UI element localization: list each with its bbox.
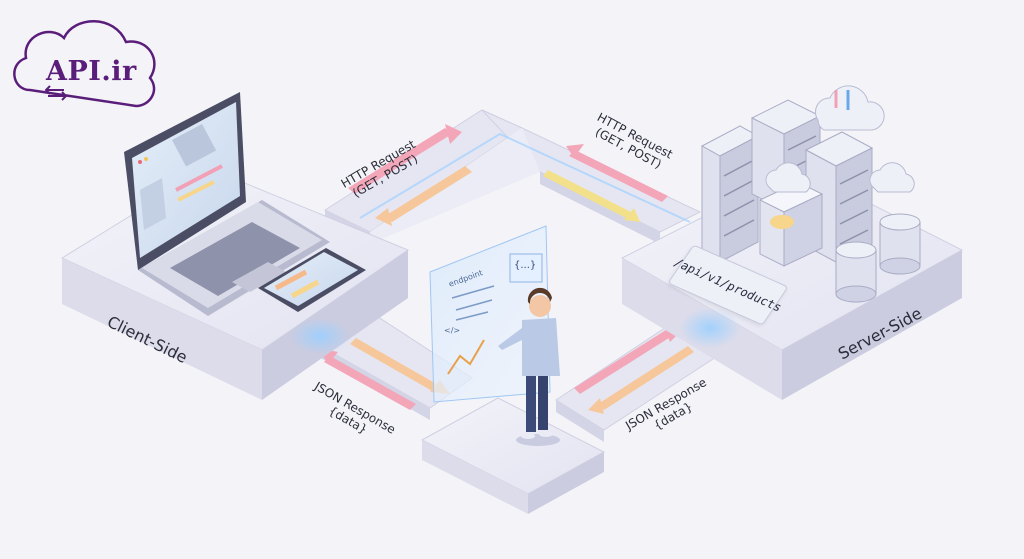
brand-logo[interactable]: API.ir	[12, 12, 172, 104]
code-glyph: </>	[444, 326, 460, 335]
brand-logo-text: API.ir	[46, 56, 137, 87]
json-glyph: {...}	[514, 260, 536, 271]
